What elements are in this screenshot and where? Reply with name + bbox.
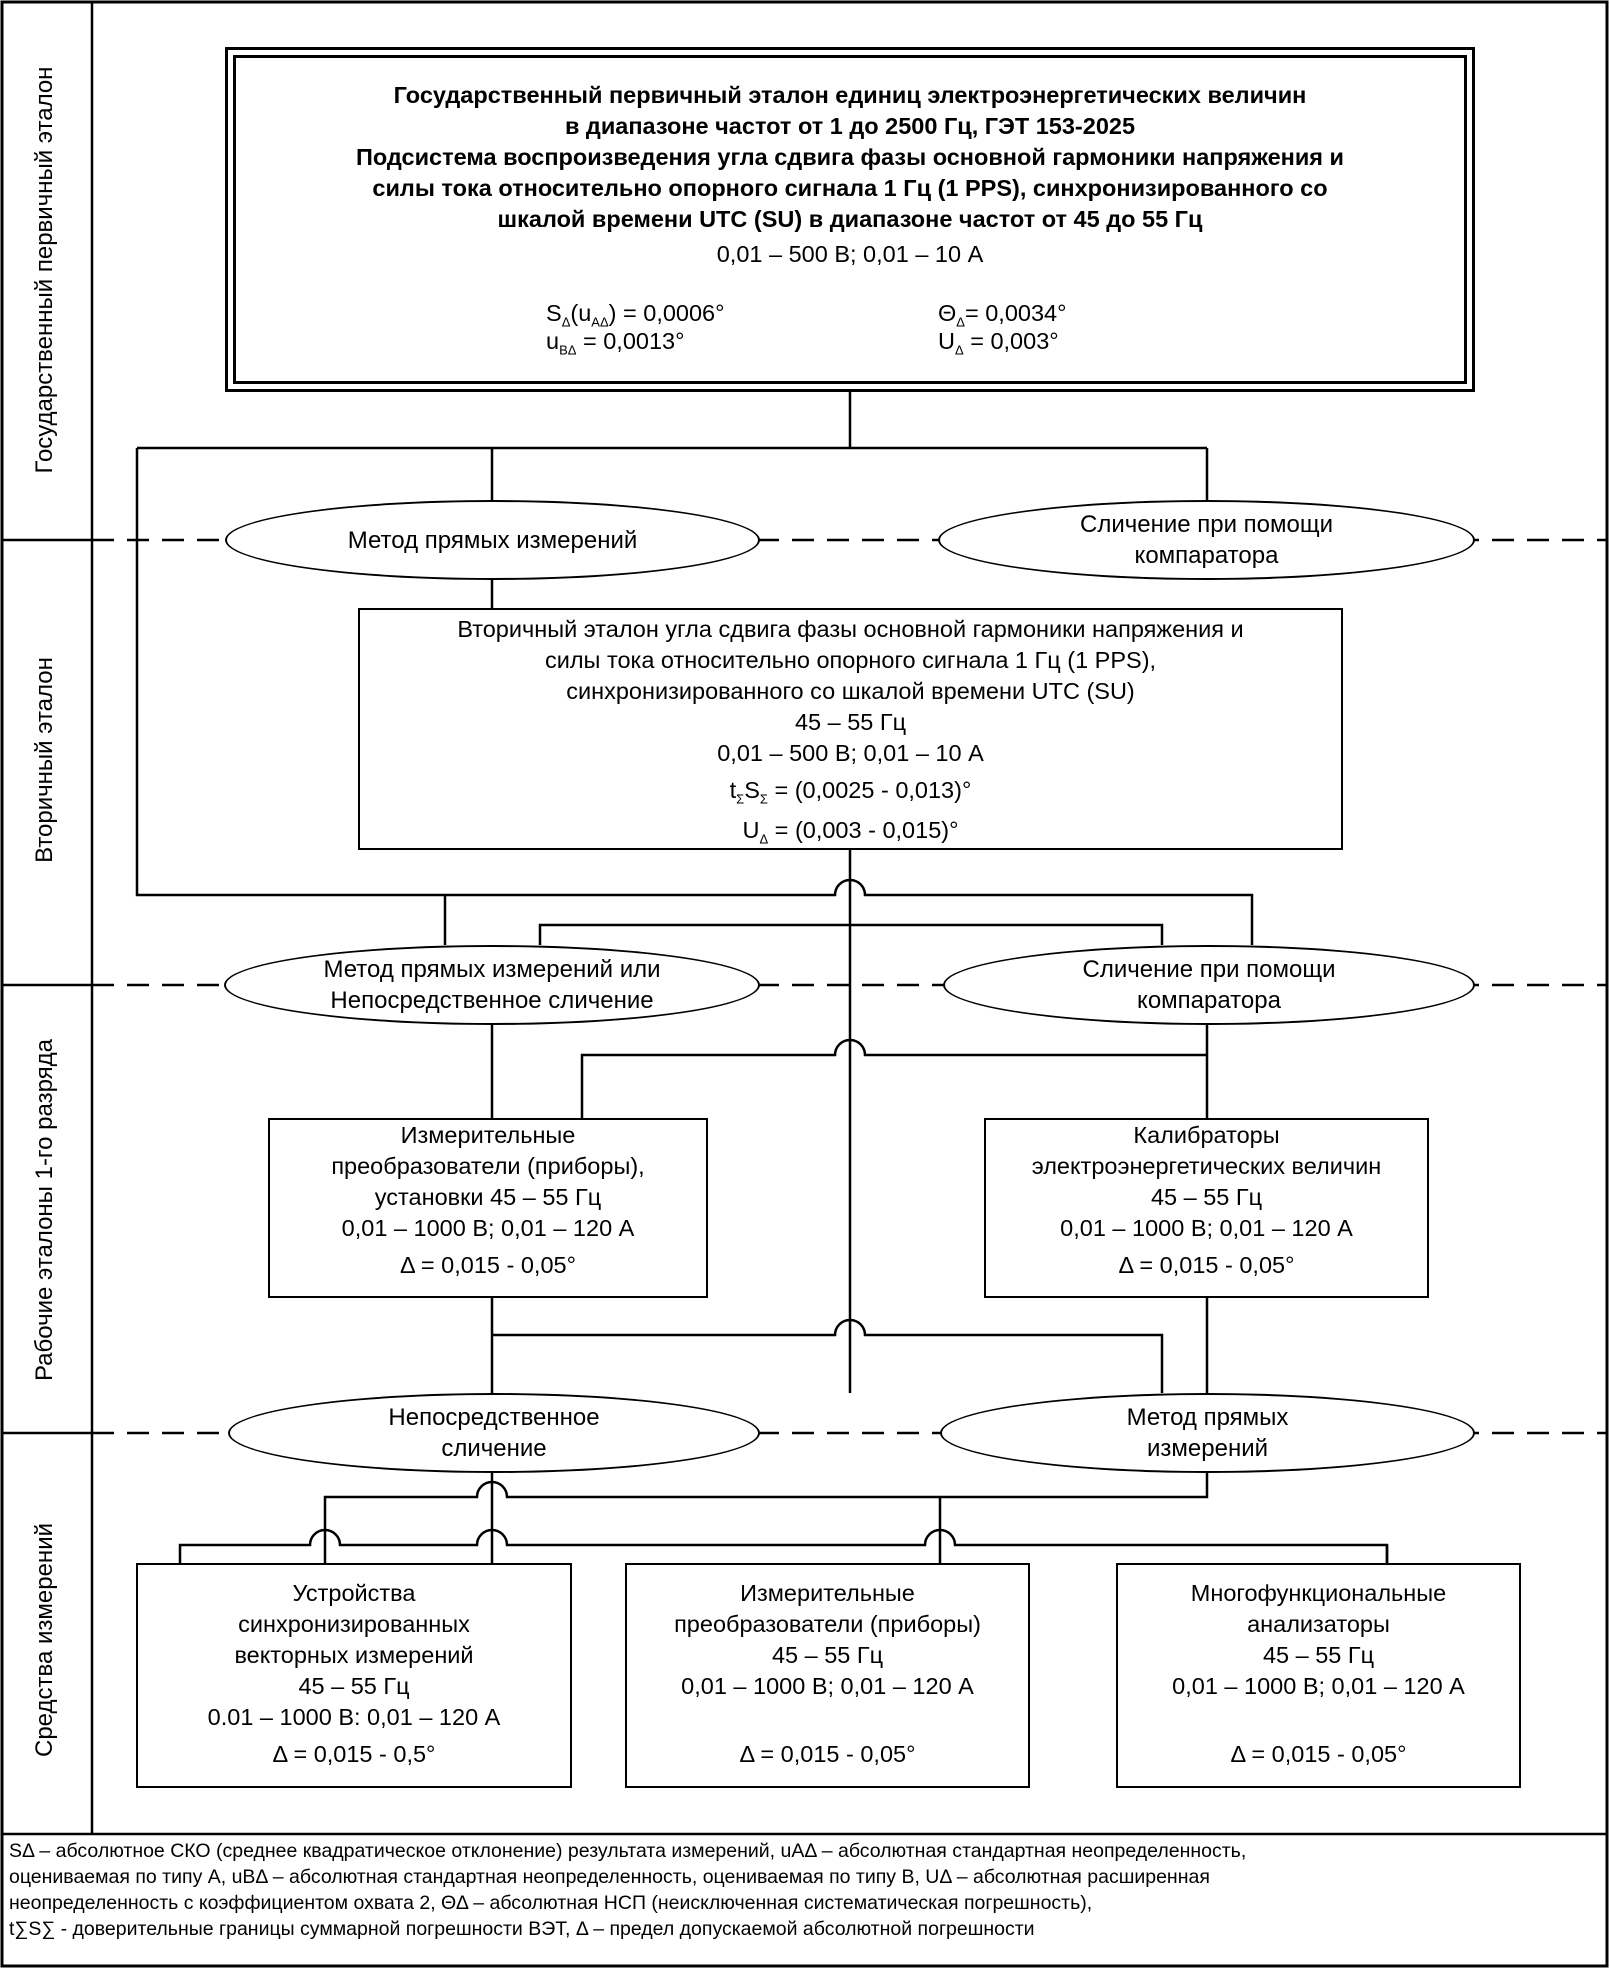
method-direct-measurement-1: Метод прямых измерений xyxy=(225,500,760,580)
primary-title-line-1: Государственный первичный эталон единиц … xyxy=(393,82,1307,108)
working-calibrators-accuracy: Δ = 0,015 - 0,05° xyxy=(1118,1252,1295,1278)
secondary-line-4: 45 – 55 Гц xyxy=(794,709,907,735)
primary-standard-box: Государственный первичный эталон единиц … xyxy=(225,47,1475,392)
working-transducers-accuracy: Δ = 0,015 - 0,05° xyxy=(399,1252,576,1278)
method-comparator-1: Сличение при помощи компаратора xyxy=(938,500,1475,580)
legend-line-1: SΔ – абсолютное СКО (среднее квадратичес… xyxy=(9,1840,1247,1862)
working-standard-transducers-box: Измерительные преобразователи (приборы),… xyxy=(268,1118,708,1298)
working-standard-calibrators-box: Калибраторы электроэнергетических величи… xyxy=(984,1118,1429,1298)
connector-line-15 xyxy=(492,1318,1164,1393)
instrument-pmu-box: Устройства синхронизированных векторных … xyxy=(136,1563,572,1788)
primary-title-line-5: шкалой времени UTC (SU) в диапазоне част… xyxy=(497,206,1203,232)
primary-title-line-3: Подсистема воспроизведения угла сдвига ф… xyxy=(356,144,1344,170)
connector-line-18 xyxy=(323,1473,1209,1563)
method-direct-or-comparison-2: Метод прямых измерений или Непосредствен… xyxy=(224,945,760,1025)
primary-param-theta: ΘΔ= 0,0034° xyxy=(938,300,1067,330)
primary-param-u: UΔ = 0,003° xyxy=(938,328,1059,358)
instrument-analyzers-accuracy: Δ = 0,015 - 0,05° xyxy=(1230,1741,1407,1767)
secondary-line-2: силы тока относительно опорного сигнала … xyxy=(544,647,1157,673)
connector-line-19 xyxy=(178,1528,1389,1563)
legend-line-2: оцениваемая по типу А, uBΔ – абсолютная … xyxy=(9,1866,1210,1888)
level-label-primary: Государственный первичный эталон xyxy=(31,66,58,474)
secondary-expanded-uncertainty: UΔ = (0,003 - 0,015)° xyxy=(742,816,959,847)
primary-param-s: SΔ(uAΔ) = 0,0006° xyxy=(546,300,725,330)
connector-line-9 xyxy=(538,923,1164,945)
method-comparator-2: Сличение при помощи компаратора xyxy=(943,945,1475,1025)
connector-line-12 xyxy=(580,1038,1207,1118)
secondary-standard-box: Вторичный эталон угла сдвига фазы основн… xyxy=(358,608,1343,850)
secondary-confidence-bounds: tΣSΣ = (0,0025 - 0,013)° xyxy=(729,777,972,807)
legend-line-4: t∑S∑ - доверительные границы суммарной п… xyxy=(9,1918,1035,1940)
level-label-working: Рабочие эталоны 1-го разряда xyxy=(31,1038,58,1382)
instrument-transducers-accuracy: Δ = 0,015 - 0,05° xyxy=(739,1741,916,1767)
primary-title-line-2: в диапазоне частот от 1 до 2500 Гц, ГЭТ … xyxy=(564,113,1136,139)
method-direct-measurement-3: Метод прямых измерений xyxy=(940,1393,1475,1473)
level-label-instruments: Средства измерений xyxy=(31,1522,58,1758)
secondary-line-3: синхронизированного со шкалой времени UT… xyxy=(566,678,1135,704)
instrument-transducers-box: Измерительные преобразователи (приборы) … xyxy=(625,1563,1030,1788)
secondary-line-5: 0,01 – 500 В; 0,01 – 10 А xyxy=(717,740,984,766)
legend-line-3: неопределенность с коэффициентом охвата … xyxy=(9,1892,1093,1914)
primary-range: 0,01 – 500 В; 0,01 – 10 А xyxy=(716,241,984,267)
method-direct-comparison-3: Непосредственное сличение xyxy=(228,1393,760,1473)
legend: SΔ – абсолютное СКО (среднее квадратичес… xyxy=(9,1838,1604,1942)
level-label-secondary: Вторичный эталон xyxy=(31,657,58,863)
instrument-analyzers-box: Многофункциональные анализаторы 45 – 55 … xyxy=(1116,1563,1521,1788)
instrument-pmu-accuracy: Δ = 0,015 - 0,5° xyxy=(272,1741,436,1767)
primary-title-line-4: силы тока относительно опорного сигнала … xyxy=(372,175,1328,201)
primary-param-ub: uBΔ = 0,0013° xyxy=(546,328,685,358)
secondary-line-1: Вторичный эталон угла сдвига фазы основн… xyxy=(457,616,1244,642)
